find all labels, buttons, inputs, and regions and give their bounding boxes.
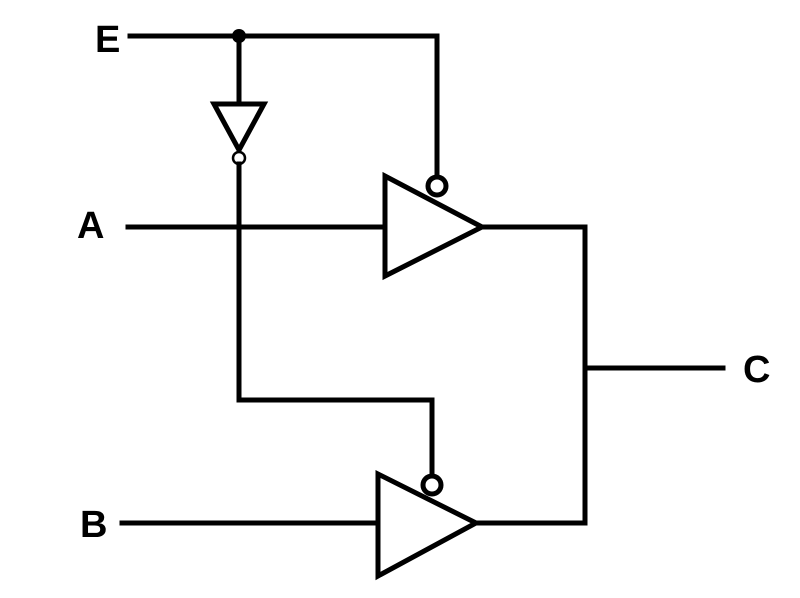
- label-b: B: [80, 504, 107, 546]
- label-e: E: [95, 19, 120, 61]
- junction-e: [232, 29, 246, 43]
- inverter-gate: [209, 101, 269, 156]
- wire-e: [127, 33, 440, 182]
- enable-bubble-a: [425, 174, 449, 198]
- wire-e-inverted: [236, 161, 435, 478]
- buffer-gate-b: [375, 469, 482, 581]
- label-a: A: [77, 205, 104, 247]
- buffer-gate-a: [382, 171, 488, 281]
- wire-output-a: [473, 224, 588, 526]
- enable-bubble-b: [420, 473, 444, 497]
- label-c: C: [743, 349, 770, 391]
